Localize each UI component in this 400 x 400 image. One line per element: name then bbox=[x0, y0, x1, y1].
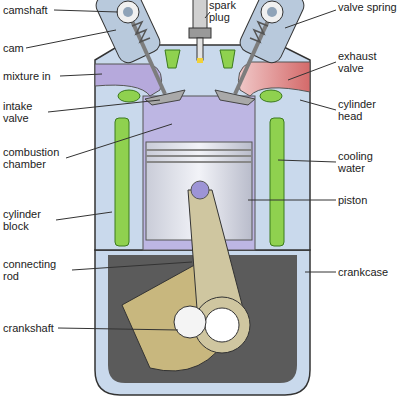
leader-line bbox=[300, 100, 336, 110]
cam-lobe bbox=[261, 1, 283, 23]
part-label: cooling water bbox=[338, 150, 398, 174]
leader-line bbox=[58, 328, 178, 330]
valve-stem bbox=[235, 12, 272, 94]
valve-stem bbox=[128, 12, 165, 94]
water-jacket bbox=[220, 50, 235, 68]
cam-lobe bbox=[123, 7, 133, 17]
part-label: connecting rod bbox=[3, 258, 73, 282]
leader-line bbox=[56, 212, 112, 220]
leader-line bbox=[278, 160, 336, 162]
crank-pin bbox=[205, 308, 239, 342]
leader-line bbox=[48, 100, 160, 112]
part-label: camshaft bbox=[3, 4, 63, 16]
piston-ring bbox=[146, 149, 252, 151]
spark-plug-body bbox=[193, 0, 207, 30]
spark-plug-body bbox=[189, 28, 211, 38]
leader-line bbox=[26, 30, 116, 48]
spark-plug-body bbox=[197, 38, 203, 60]
part-label: crankshaft bbox=[3, 322, 63, 334]
piston-pin bbox=[191, 181, 209, 199]
cam-lobe bbox=[267, 7, 277, 17]
leader-line bbox=[305, 272, 336, 273]
cam-housing bbox=[237, 0, 307, 66]
water-jacket bbox=[270, 118, 284, 246]
part-label: exhaust valve bbox=[338, 50, 398, 74]
part-label: mixture in bbox=[3, 70, 63, 82]
leader-line bbox=[285, 10, 336, 28]
water-jacket bbox=[165, 50, 180, 68]
cam-lobe bbox=[117, 1, 139, 23]
leader-line bbox=[60, 74, 102, 76]
part-label: intake valve bbox=[3, 100, 51, 124]
spark-plug-tip bbox=[197, 58, 203, 63]
part-label: cylinder block bbox=[3, 208, 59, 232]
leader-line bbox=[66, 124, 172, 158]
water-jacket bbox=[118, 90, 140, 102]
leader-line bbox=[288, 62, 336, 80]
leader-line bbox=[72, 262, 192, 270]
leader-line bbox=[248, 200, 336, 201]
part-label: cam bbox=[3, 42, 63, 54]
piston-ring bbox=[146, 155, 252, 157]
part-label: crankcase bbox=[338, 266, 398, 278]
part-label: valve spring bbox=[338, 1, 398, 13]
part-label: cylinder head bbox=[338, 98, 398, 122]
water-jacket bbox=[115, 118, 129, 246]
valve-head bbox=[215, 90, 255, 105]
valve-spring-coil bbox=[250, 22, 268, 42]
valve-head bbox=[145, 90, 185, 105]
leader-lines bbox=[26, 10, 336, 330]
valve-spring-coil bbox=[132, 22, 150, 42]
crank-journal bbox=[174, 306, 206, 338]
part-label: combustion chamber bbox=[3, 146, 69, 170]
leader-line bbox=[54, 10, 118, 12]
part-label: spark plug bbox=[209, 0, 243, 23]
water-jacket bbox=[260, 90, 282, 102]
piston-ring bbox=[146, 161, 252, 163]
part-label: piston bbox=[338, 194, 398, 206]
